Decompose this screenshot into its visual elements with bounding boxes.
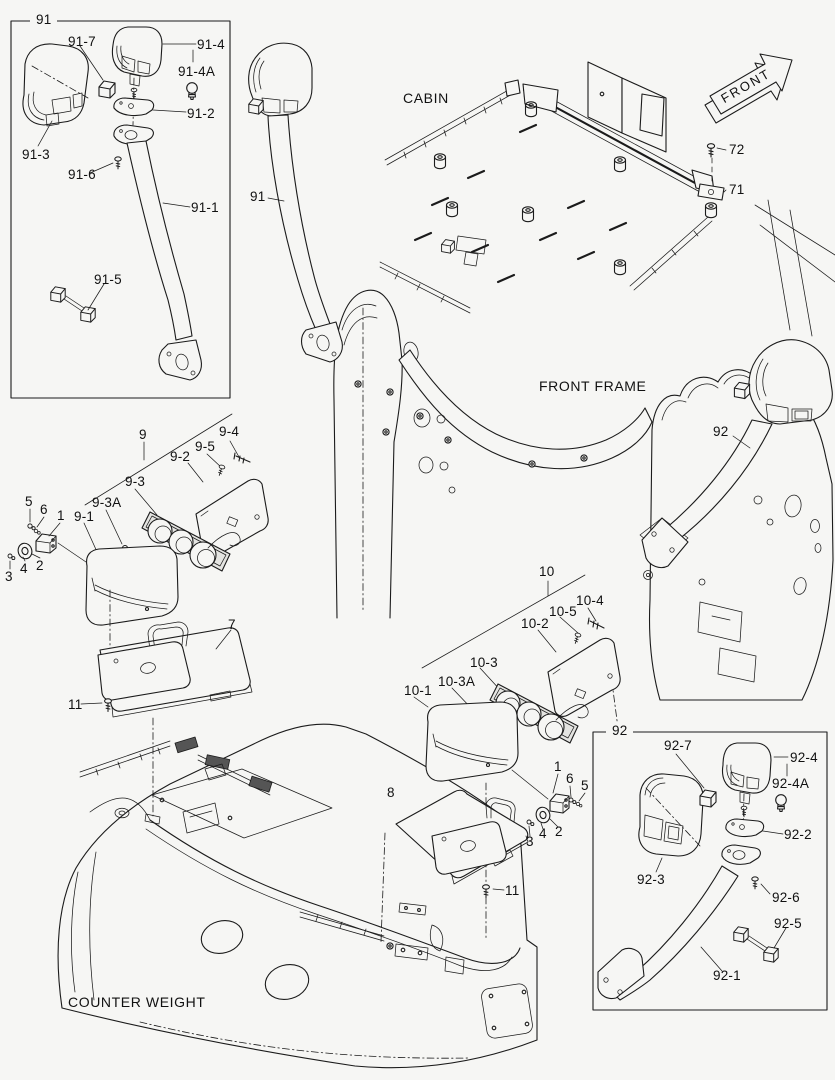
bolt-72: [706, 143, 716, 158]
front-frame: [333, 289, 834, 701]
box-92-parts: [597, 742, 789, 1001]
callout-91-assembled: 91: [250, 189, 266, 204]
callout-6-left: 6: [40, 502, 48, 517]
callout-91-1: 91-1: [191, 200, 219, 215]
callout-9: 9: [139, 427, 147, 442]
box-91-parts: [22, 26, 202, 381]
callout-9-2: 9-2: [170, 449, 191, 464]
bulb-91-4a: [186, 82, 198, 101]
callout-9-3a: 9-3A: [92, 495, 122, 510]
callout-9-4: 9-4: [219, 424, 240, 439]
callout-10-1: 10-1: [404, 683, 432, 698]
callout-9-1: 9-1: [74, 509, 95, 524]
front-arrow: [704, 53, 793, 124]
callout-box-92: 92: [606, 723, 634, 738]
callout-91-4a: 91-4A: [178, 64, 216, 79]
bracket-71: [697, 183, 725, 219]
callout-92-5: 92-5: [774, 916, 802, 931]
counter-weight-body: [57, 573, 656, 1069]
harness-91-5: [50, 286, 96, 323]
callout-7: 7: [228, 617, 236, 632]
callout-91-3: 91-3: [22, 147, 50, 162]
callout-10-3a: 10-3A: [438, 674, 476, 689]
callout-92-assembled: 92: [713, 424, 729, 439]
callout-8: 8: [387, 785, 395, 800]
callout-92-4: 92-4: [790, 750, 818, 765]
callout-92-1: 92-1: [713, 968, 741, 983]
callout-4-left: 4: [20, 561, 28, 576]
callout-10-2: 10-2: [521, 616, 549, 631]
callout-9-3: 9-3: [125, 474, 146, 489]
callout-91-5: 91-5: [94, 272, 122, 287]
callout-11-right: 11: [505, 883, 520, 898]
callout-92-6: 92-6: [772, 890, 800, 905]
callout-9-5: 9-5: [195, 439, 216, 454]
callout-72: 72: [729, 142, 745, 157]
callout-6-right: 6: [566, 771, 574, 786]
callout-box-91: 91: [30, 12, 58, 27]
callout-71: 71: [729, 182, 745, 197]
section-counter-weight: COUNTER WEIGHT: [68, 994, 206, 1010]
callout-92-2: 92-2: [784, 827, 812, 842]
callout-1-left: 1: [57, 508, 65, 523]
callout-10: 10: [539, 564, 555, 579]
assembled-lamp-92: [641, 339, 833, 580]
group-10-parts: [395, 574, 621, 898]
section-cabin: CABIN: [403, 90, 449, 106]
callout-10-5: 10-5: [549, 604, 577, 619]
callout-1-right: 1: [554, 759, 562, 774]
callout-92-4a: 92-4A: [772, 776, 810, 791]
callout-92-7: 92-7: [664, 738, 692, 753]
callout-92-3: 92-3: [637, 872, 665, 887]
callout-3-left: 3: [5, 569, 13, 584]
callout-3-right: 3: [526, 834, 534, 849]
callout-5-right: 5: [581, 778, 589, 793]
callout-5-left: 5: [25, 494, 33, 509]
cabin-roof: [379, 61, 835, 337]
connector-91-7: [98, 80, 116, 99]
callout-4-right: 4: [539, 826, 547, 841]
callout-11-left: 11: [68, 697, 83, 712]
section-front-frame: FRONT FRAME: [539, 378, 647, 394]
assembled-lamp-91: [248, 42, 343, 363]
callout-2-left: 2: [36, 558, 44, 573]
callout-10-3: 10-3: [470, 655, 498, 670]
callout-2-right: 2: [555, 824, 563, 839]
callout-91-7: 91-7: [68, 34, 96, 49]
callout-91-2: 91-2: [187, 106, 215, 121]
group-9-parts: [7, 413, 269, 718]
callout-91-4: 91-4: [197, 37, 225, 52]
callout-10-4: 10-4: [576, 593, 604, 608]
callout-91-6: 91-6: [68, 167, 96, 182]
